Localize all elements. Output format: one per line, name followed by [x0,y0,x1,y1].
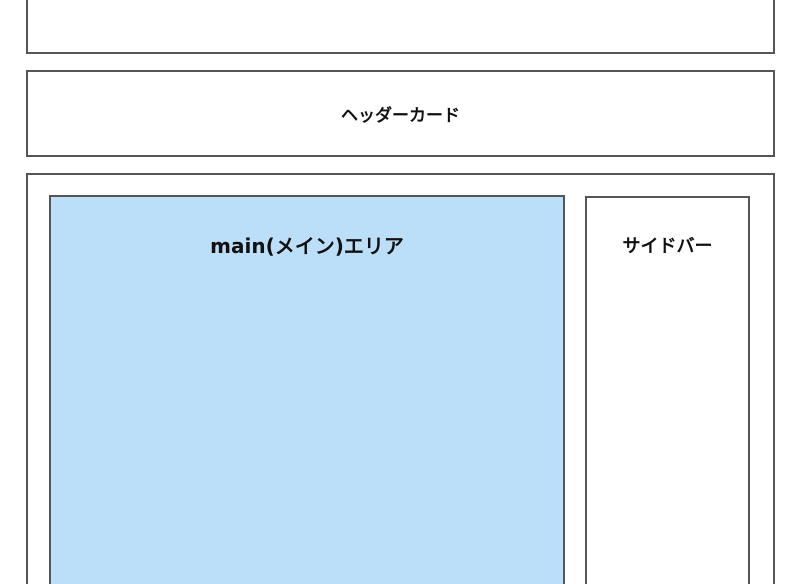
top-card [26,0,775,54]
header-card-label: ヘッダーカード [341,106,460,126]
header-card: ヘッダーカード [26,70,775,157]
main-area: main(メイン)エリア [49,195,565,584]
sidebar-label: サイドバー [622,236,713,257]
sidebar: サイドバー [585,196,750,584]
main-area-label: main(メイン)エリア [210,234,404,258]
